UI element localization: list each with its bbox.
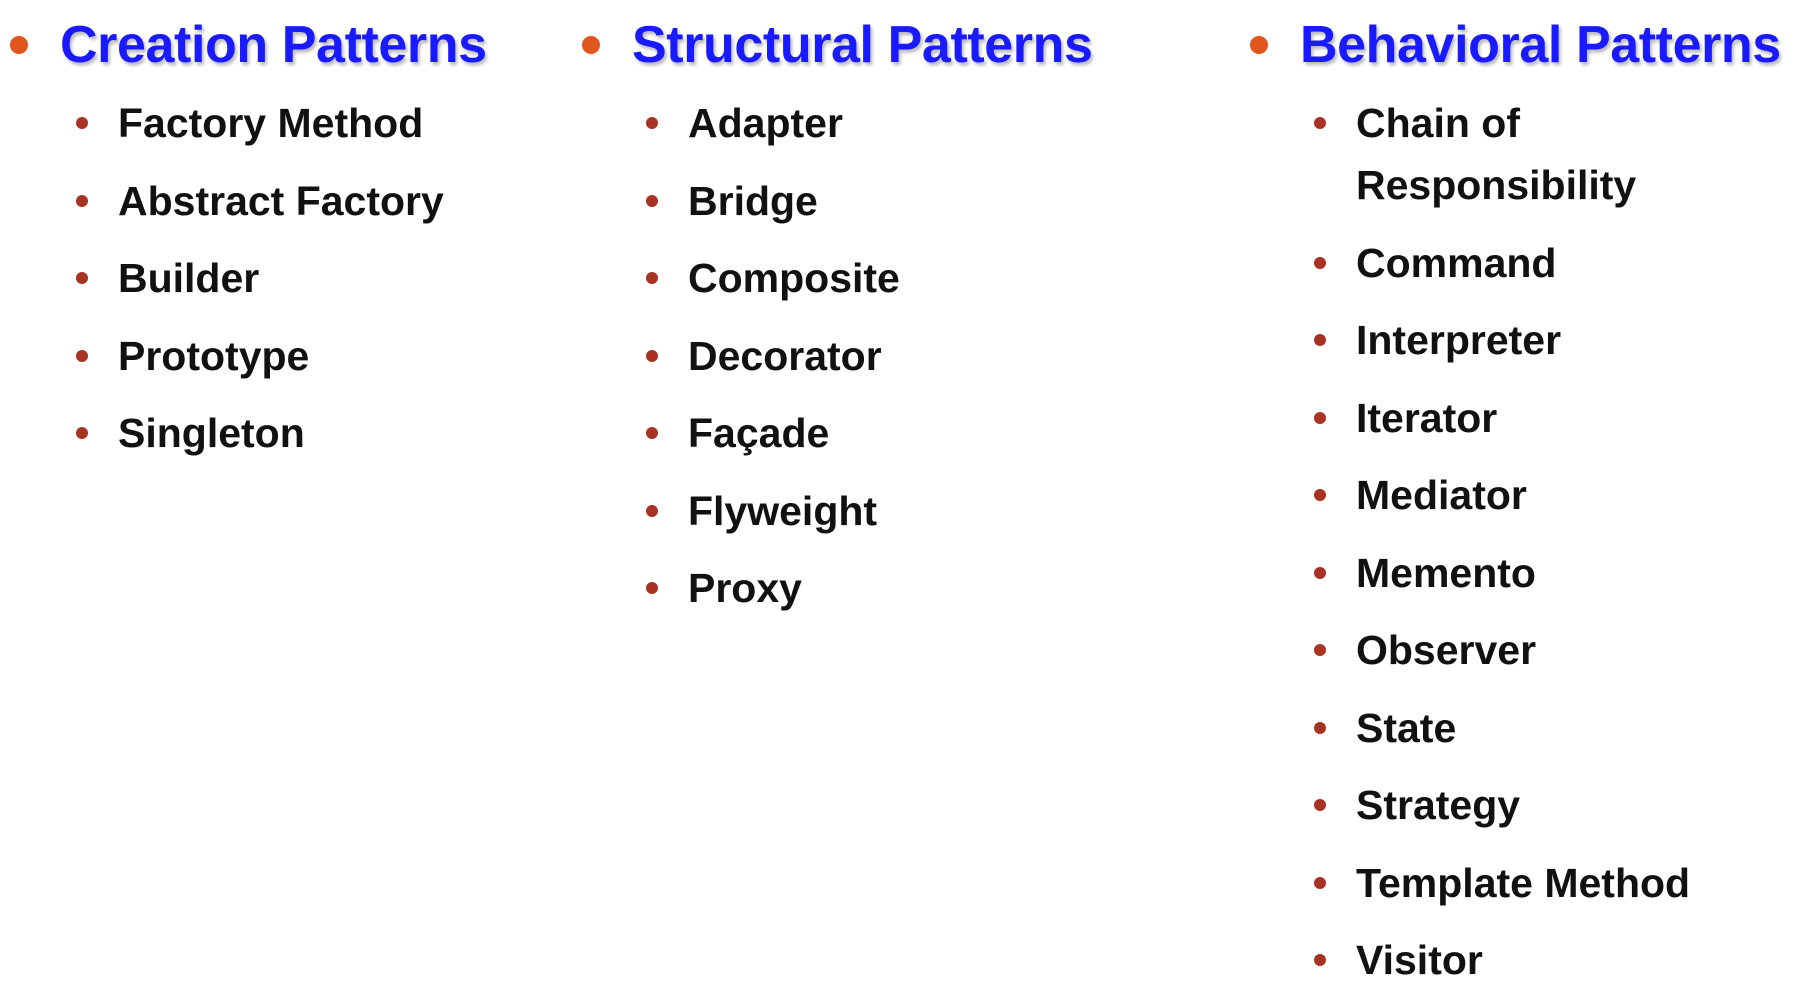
behavioral-patterns-list: Chain of Responsibility Command Interpre… <box>1312 92 1732 999</box>
list-item-label: Flyweight <box>688 487 878 534</box>
list-item: Mediator <box>1312 464 1732 526</box>
list-item: Abstract Factory <box>74 170 444 232</box>
bullet-icon <box>1314 876 1326 889</box>
list-item-label: Interpreter <box>1356 317 1562 363</box>
list-item-label: Façade <box>688 410 830 456</box>
structural-patterns-heading: Structural Patterns <box>632 16 1093 74</box>
list-item-label: Chain of Responsibility <box>1356 100 1637 208</box>
list-item-label: Singleton <box>118 410 305 456</box>
bullet-icon <box>646 504 658 517</box>
list-item-label: Decorator <box>688 332 882 379</box>
list-item: Façade <box>644 402 900 464</box>
bullet-icon <box>1314 799 1326 811</box>
list-item-label: Bridge <box>688 177 818 224</box>
bullet-icon <box>76 194 88 207</box>
list-item-label: Adapter <box>688 100 843 146</box>
bullet-icon <box>76 349 88 362</box>
bullet-icon <box>1314 117 1326 129</box>
list-item: Composite <box>644 247 900 309</box>
creation-patterns-heading: Creation Patterns <box>60 16 487 74</box>
list-item: Proxy <box>644 557 900 619</box>
bullet-icon <box>1314 411 1326 424</box>
list-item-label: Visitor <box>1356 937 1483 983</box>
heading-bullet-icon <box>582 36 600 54</box>
list-item-label: Iterator <box>1356 394 1498 441</box>
list-item: Prototype <box>74 325 444 387</box>
heading-bullet-icon <box>10 36 28 54</box>
list-item: Visitor <box>1312 929 1732 991</box>
list-item: Interpreter <box>1312 309 1732 371</box>
list-item-label: Abstract Factory <box>118 177 444 224</box>
list-item-label: Builder <box>118 255 260 301</box>
bullet-icon <box>646 349 658 362</box>
structural-patterns-list: Adapter Bridge Composite Decorator Façad… <box>644 92 900 635</box>
bullet-icon <box>646 582 658 594</box>
list-item-label: Strategy <box>1356 782 1521 828</box>
bullet-icon <box>1314 334 1326 346</box>
list-item-label: Prototype <box>118 332 310 379</box>
list-item: Iterator <box>1312 387 1732 449</box>
list-item: Strategy <box>1312 774 1732 836</box>
list-item-label: Proxy <box>688 565 802 611</box>
bullet-icon <box>1314 256 1326 269</box>
list-item: Observer <box>1312 619 1732 681</box>
list-item-label: State <box>1356 704 1457 751</box>
list-item: Memento <box>1312 542 1732 604</box>
list-item: Template Method <box>1312 852 1732 914</box>
list-item-label: Template Method <box>1356 859 1691 906</box>
behavioral-patterns-heading: Behavioral Patterns <box>1300 16 1781 74</box>
creation-patterns-list: Factory Method Abstract Factory Builder … <box>74 92 444 480</box>
bullet-icon <box>76 117 88 129</box>
bullet-icon <box>1314 721 1326 734</box>
list-item: Decorator <box>644 325 900 387</box>
list-item-label: Composite <box>688 255 900 301</box>
bullet-icon <box>646 117 658 129</box>
list-item: Adapter <box>644 92 900 154</box>
list-item: State <box>1312 697 1732 759</box>
bullet-icon <box>646 272 658 284</box>
bullet-icon <box>1314 566 1326 579</box>
bullet-icon <box>76 272 88 284</box>
list-item: Command <box>1312 232 1732 294</box>
bullet-icon <box>1314 489 1326 501</box>
bullet-icon <box>646 427 658 439</box>
bullet-icon <box>1314 954 1326 966</box>
bullet-icon <box>1314 644 1326 656</box>
bullet-icon <box>76 427 88 439</box>
list-item-label: Memento <box>1356 549 1536 596</box>
list-item: Bridge <box>644 170 900 232</box>
list-item: Singleton <box>74 402 444 464</box>
bullet-icon <box>646 194 658 207</box>
list-item-label: Command <box>1356 239 1557 286</box>
list-item: Builder <box>74 247 444 309</box>
list-item-label: Mediator <box>1356 472 1527 518</box>
list-item: Flyweight <box>644 480 900 542</box>
list-item-label: Factory Method <box>118 100 424 146</box>
heading-bullet-icon <box>1250 36 1268 54</box>
list-item-label: Observer <box>1356 627 1537 673</box>
list-item: Factory Method <box>74 92 444 154</box>
list-item: Chain of Responsibility <box>1312 92 1732 216</box>
